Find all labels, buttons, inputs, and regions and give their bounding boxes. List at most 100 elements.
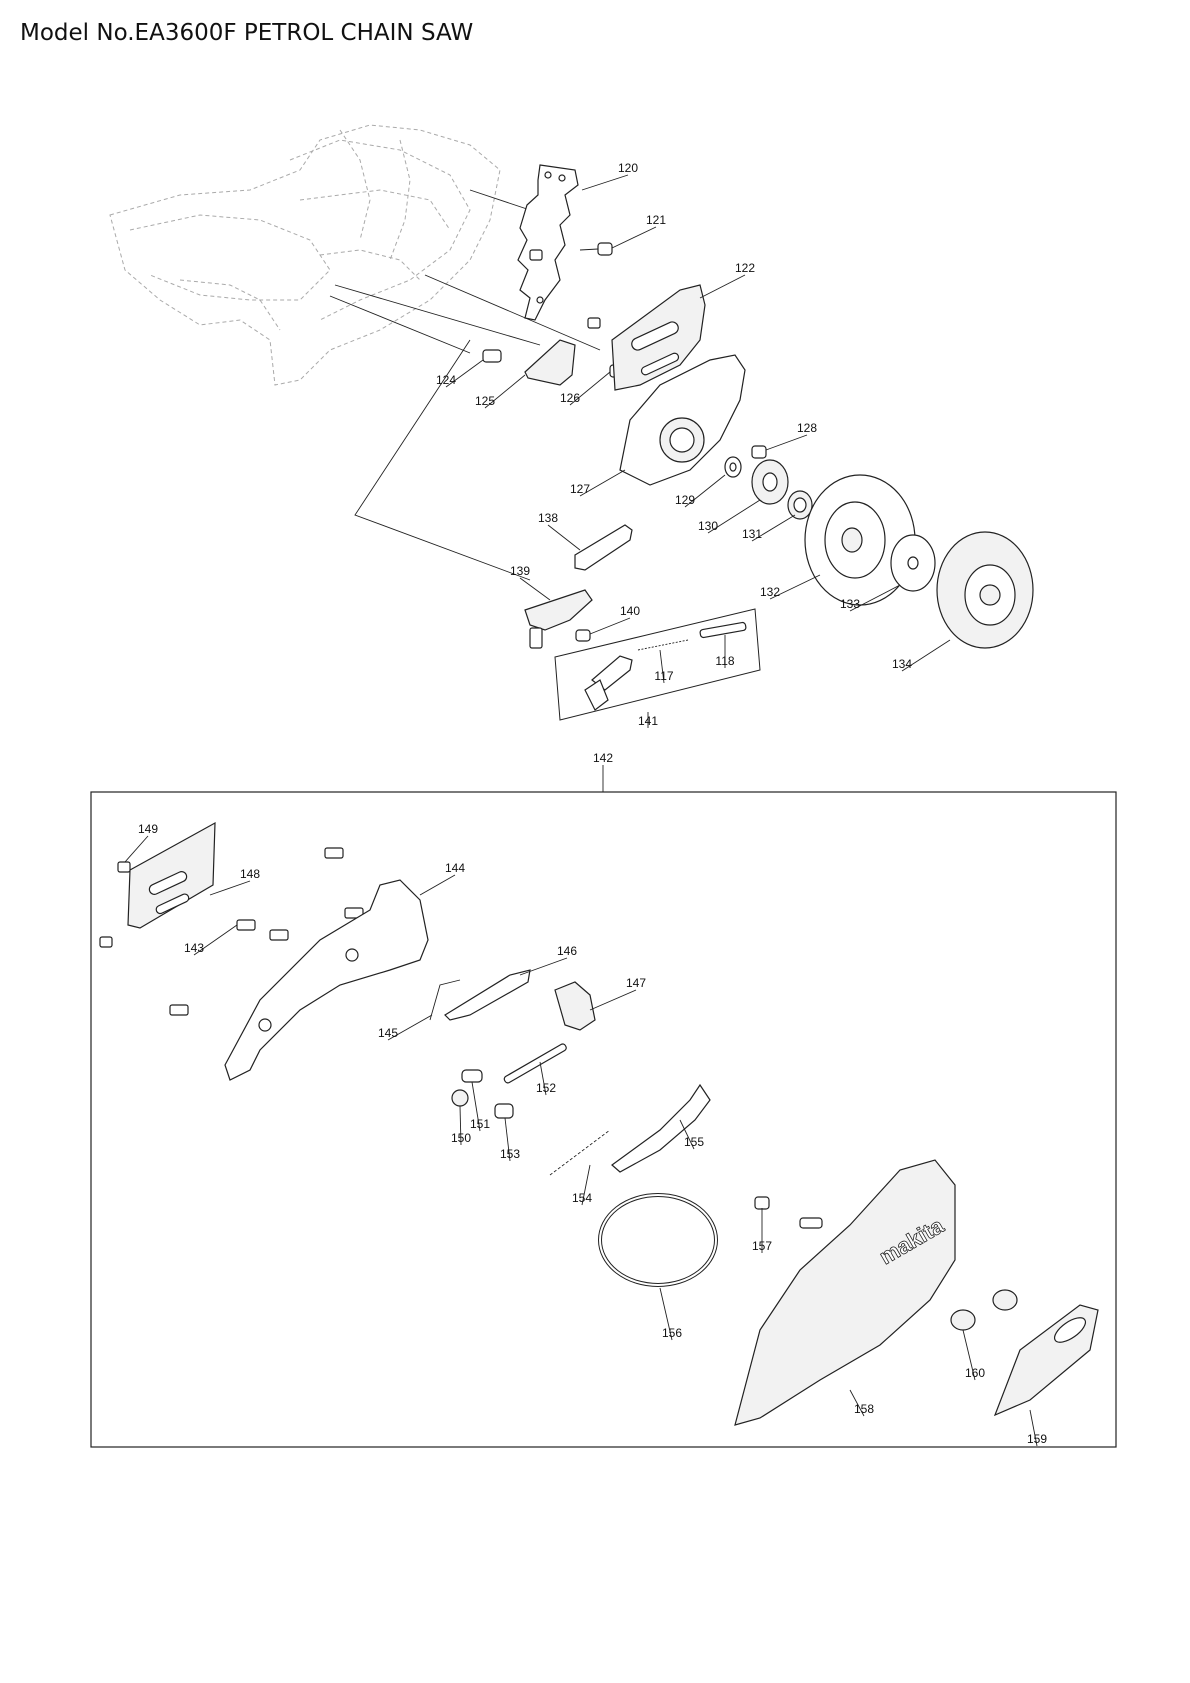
- part-148-guide-plate: [127, 821, 216, 929]
- part-label-141: 141: [638, 714, 658, 728]
- part-label-127: 127: [570, 482, 590, 496]
- part-label-155: 155: [684, 1135, 704, 1149]
- leader-lines: [124, 174, 1038, 1447]
- part-133-washer: [890, 534, 936, 592]
- leader-line-128: [765, 434, 808, 451]
- ghost-engine-body: [109, 124, 501, 386]
- part-label-129: 129: [675, 493, 695, 507]
- part-label-142: 142: [593, 751, 613, 765]
- leader-line-127: [579, 469, 626, 497]
- part-label-118: 118: [715, 654, 734, 668]
- leader-line-134: [901, 639, 951, 672]
- leader-line-156: [659, 1287, 673, 1341]
- part-label-149: 149: [138, 822, 158, 836]
- part-128-screw: [751, 445, 767, 459]
- leader-line-147: [589, 989, 637, 1011]
- part-159-deflector: [993, 1304, 1099, 1417]
- part-label-131: 131: [742, 527, 762, 541]
- part-label-144: 144: [445, 861, 465, 875]
- part-124-bolt: [482, 349, 502, 363]
- leader-line-126: [569, 371, 611, 406]
- leader-line-131: [751, 514, 796, 542]
- part-label-145: 145: [378, 1026, 398, 1040]
- leader-line-130: [707, 499, 761, 534]
- part-label-156: 156: [662, 1326, 682, 1340]
- part-158-chain-cover: makita: [734, 1159, 956, 1426]
- part-label-160: 160: [965, 1366, 985, 1380]
- part-125-wedge: [524, 339, 576, 386]
- part-label-133: 133: [840, 597, 860, 611]
- part-152-shaft: [503, 1043, 567, 1084]
- part-label-150: 150: [451, 1131, 471, 1145]
- part-144-brake-frame: [224, 879, 429, 1081]
- part-120-plate: [517, 164, 579, 321]
- leader-line-132: [769, 574, 821, 600]
- part-134-clutch-assembly: [936, 531, 1034, 649]
- part-121-bolt: [579, 242, 613, 256]
- part-label-128: 128: [797, 421, 817, 435]
- leader-line-146: [519, 957, 568, 976]
- leader-line-155: [679, 1119, 695, 1150]
- part-label-158: 158: [854, 1402, 874, 1416]
- part-label-153: 153: [500, 1147, 520, 1161]
- part-145-spring: [429, 979, 461, 1021]
- leader-line-122: [699, 274, 746, 299]
- leader-line-121: [611, 226, 657, 249]
- part-117-spring: [637, 639, 689, 651]
- part-label-125: 125: [475, 394, 495, 408]
- leader-line-124: [445, 359, 484, 388]
- leader-line-139: [519, 577, 551, 601]
- leader-line-120: [581, 174, 629, 191]
- leader-line-160: [962, 1329, 976, 1381]
- part-label-121: 121: [646, 213, 666, 227]
- leader-line-149: [124, 835, 149, 863]
- kit-screws: [99, 847, 364, 1016]
- part-129-washer: [724, 456, 742, 478]
- leader-line-150: [459, 1105, 462, 1146]
- part-label-154: 154: [572, 1191, 592, 1205]
- leader-line-158: [849, 1389, 865, 1417]
- leader-line-133: [849, 584, 901, 612]
- part-label-117: 117: [654, 669, 673, 683]
- part-label-138: 138: [538, 511, 558, 525]
- part-142-kit-box: [90, 768, 1117, 1448]
- part-118-plunger: [699, 621, 747, 639]
- leader-line-148: [209, 880, 251, 896]
- part-154-spring: [549, 1129, 611, 1176]
- leader-line-144: [419, 874, 456, 896]
- part-150-nut: [451, 1089, 469, 1107]
- part-label-148: 148: [240, 867, 260, 881]
- leader-line-152: [539, 1061, 547, 1096]
- part-label-132: 132: [760, 585, 780, 599]
- part-label-134: 134: [892, 657, 912, 671]
- part-138-lever: [574, 524, 633, 571]
- part-147-cap: [554, 981, 596, 1031]
- guide-lines: [329, 189, 601, 581]
- leader-line-138: [547, 524, 581, 551]
- part-label-146: 146: [557, 944, 577, 958]
- part-130-sprocket: [751, 459, 789, 505]
- part-139-oil-pump: [524, 589, 593, 649]
- part-155-linkage: [611, 1083, 711, 1173]
- part-label-147: 147: [626, 976, 646, 990]
- part-label-126: 126: [560, 391, 580, 405]
- part-141-kit-box: [554, 608, 761, 721]
- leader-line-143: [193, 924, 238, 956]
- part-label-157: 157: [752, 1239, 772, 1253]
- part-label-130: 130: [698, 519, 718, 533]
- page-title: Model No.EA3600F PETROL CHAIN SAW: [20, 20, 474, 46]
- leader-line-154: [581, 1164, 591, 1206]
- part-146-lever: [444, 969, 531, 1021]
- leader-line-129: [684, 474, 726, 508]
- leader-line-140: [589, 617, 631, 635]
- part-label-143: 143: [184, 941, 204, 955]
- leader-line-125: [484, 374, 526, 409]
- part-131-needle-bearing: [787, 490, 813, 520]
- part-label-159: 159: [1027, 1432, 1047, 1446]
- part-label-122: 122: [735, 261, 755, 275]
- part-label-120: 120: [618, 161, 638, 175]
- leader-line-159: [1029, 1409, 1038, 1447]
- part-156-brake-band: [598, 1193, 718, 1287]
